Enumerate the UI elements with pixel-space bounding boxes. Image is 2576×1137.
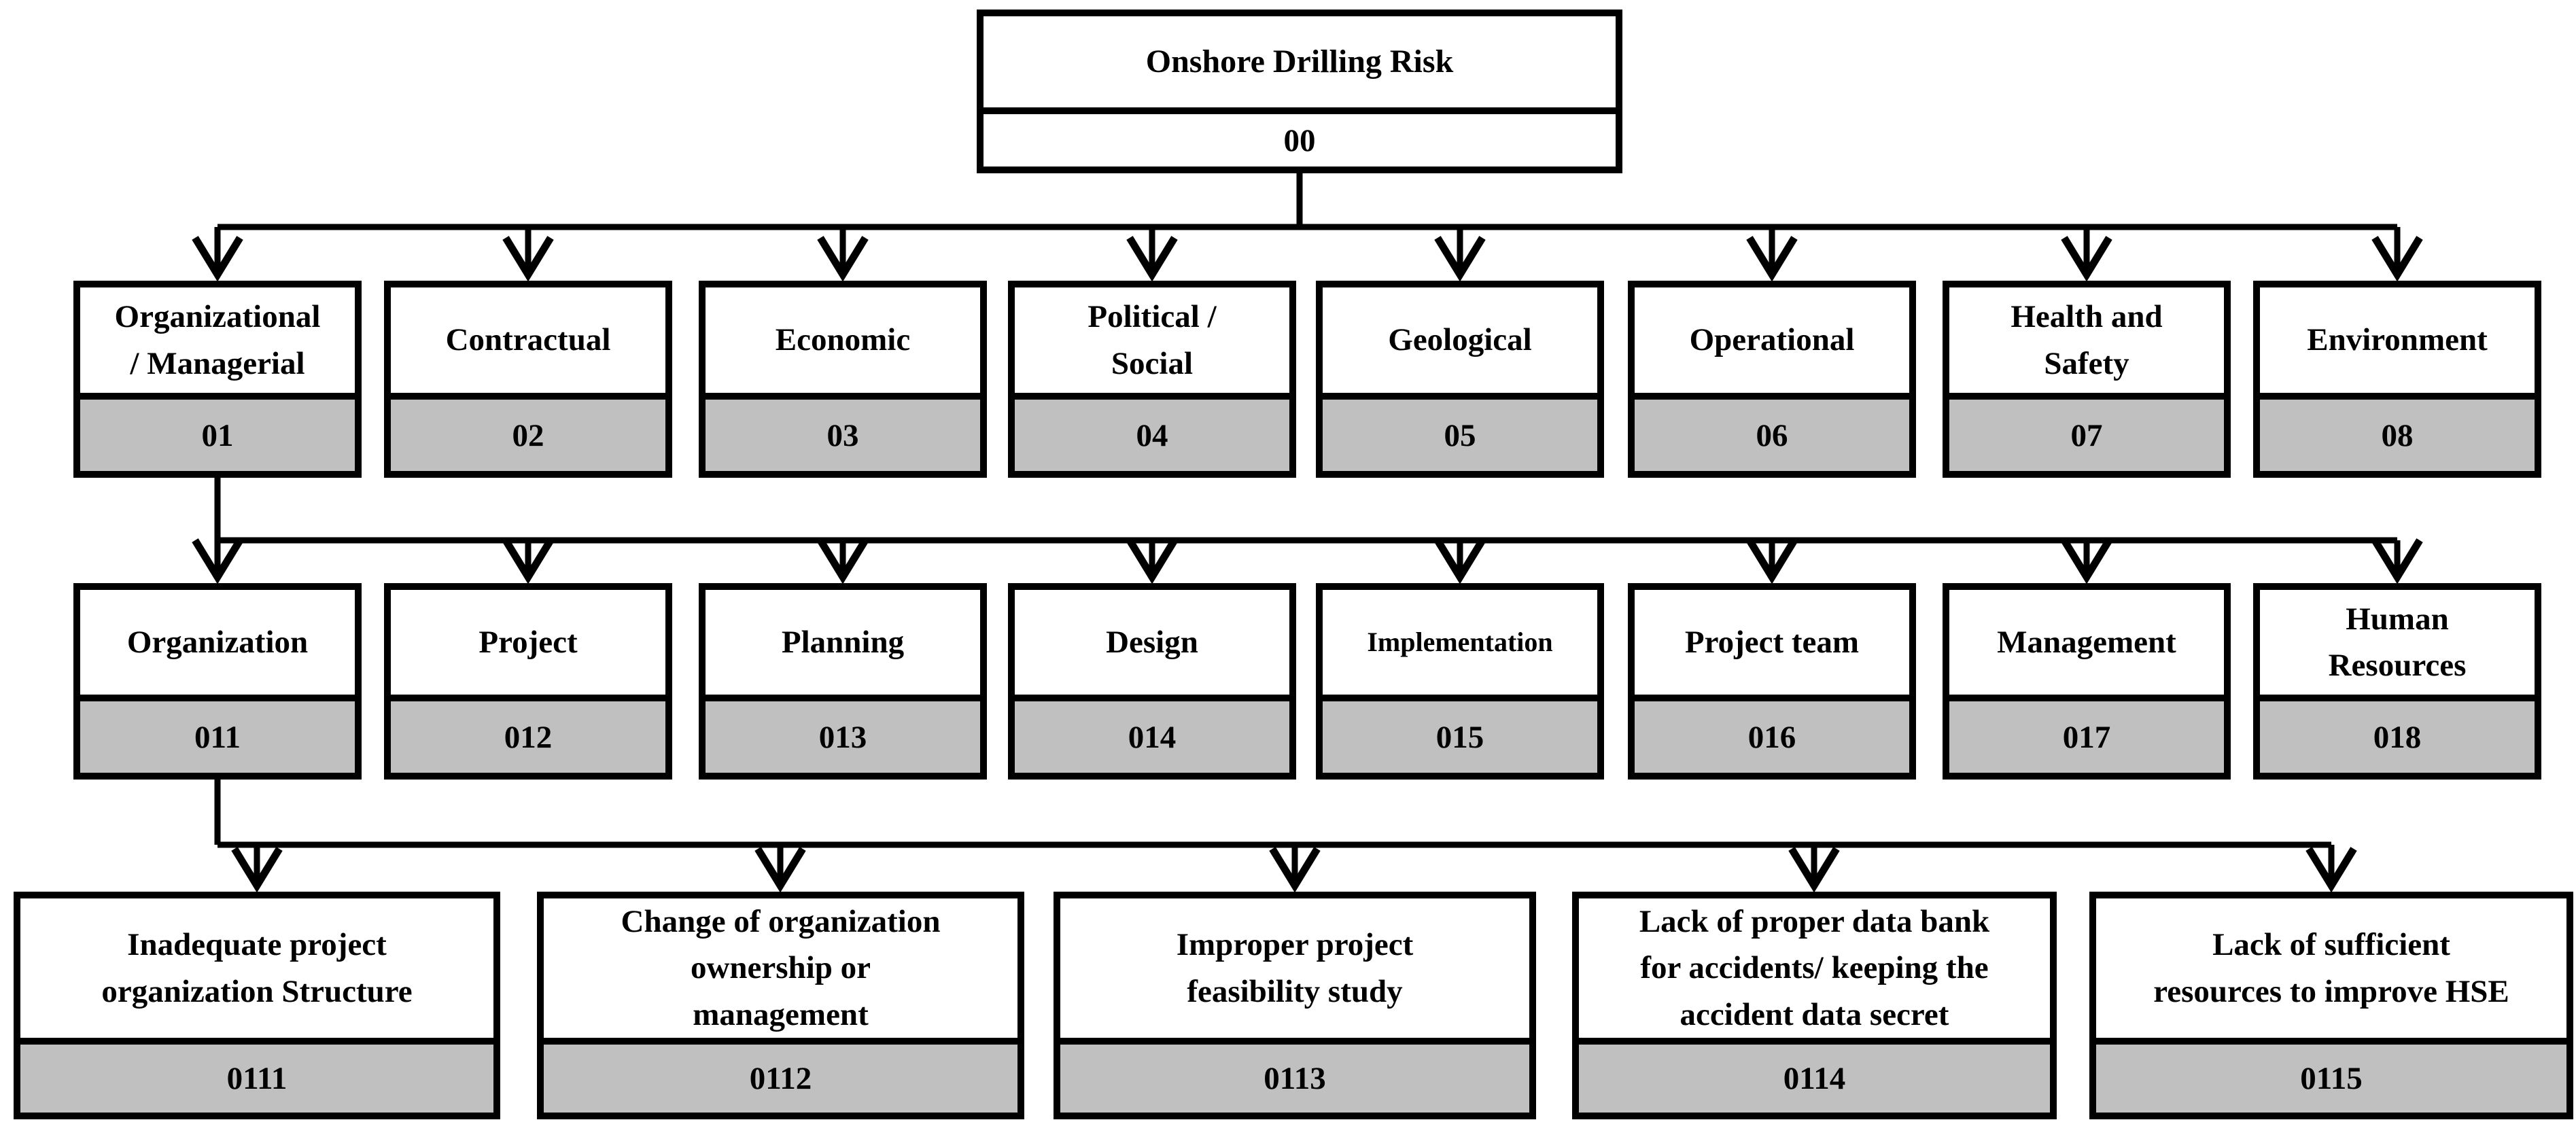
node-title: Organization: [126, 624, 309, 660]
node-code: 018: [2260, 695, 2535, 773]
node-title: Human Resources: [2328, 601, 2467, 683]
node-title: Operational: [1689, 322, 1855, 358]
node-014: Design 014: [1008, 583, 1296, 780]
node-title: Project: [478, 624, 578, 660]
node-07: Health and Safety 07: [1943, 281, 2231, 478]
node-title: Improper project feasibility study: [1176, 927, 1414, 1009]
node-017: Management 017: [1943, 583, 2231, 780]
node-01: Organizational / Managerial 01: [73, 281, 362, 478]
node-code: 02: [391, 393, 665, 471]
node-title: Project team: [1684, 624, 1860, 660]
node-title: Change of organization ownership or mana…: [621, 904, 941, 1032]
node-0111: Inadequate project organization Structur…: [14, 892, 500, 1119]
node-title: Political / Social: [1087, 299, 1217, 381]
node-013: Planning 013: [699, 583, 987, 780]
node-code: 04: [1015, 393, 1289, 471]
node-code: 06: [1635, 393, 1909, 471]
node-title: Lack of proper data bank for accidents/ …: [1639, 904, 1990, 1032]
node-title: Contractual: [445, 322, 611, 358]
node-title: Management: [1997, 624, 2176, 660]
node-title: Planning: [781, 624, 905, 660]
node-title: Economic: [775, 322, 911, 358]
node-code: 0115: [2096, 1038, 2566, 1113]
node-title: Lack of sufficient resources to improve …: [2153, 927, 2509, 1009]
node-015: Implementation 015: [1316, 583, 1604, 780]
node-02: Contractual 02: [384, 281, 672, 478]
node-code: 08: [2260, 393, 2535, 471]
node-03: Economic 03: [699, 281, 987, 478]
node-0113: Improper project feasibility study 0113: [1054, 892, 1536, 1119]
node-04: Political / Social 04: [1008, 281, 1296, 478]
node-code: 012: [391, 695, 665, 773]
node-08: Environment 08: [2253, 281, 2541, 478]
node-code: 014: [1015, 695, 1289, 773]
node-016: Project team 016: [1628, 583, 1916, 780]
node-code: 05: [1323, 393, 1597, 471]
node-code: 017: [1949, 695, 2224, 773]
node-title: Inadequate project organization Structur…: [101, 927, 413, 1009]
node-00: Onshore Drilling Risk 00: [977, 10, 1622, 173]
node-code: 0113: [1060, 1038, 1529, 1113]
node-06: Operational 06: [1628, 281, 1916, 478]
node-code: 01: [80, 393, 355, 471]
node-0115: Lack of sufficient resources to improve …: [2089, 892, 2573, 1119]
node-code: 0114: [1579, 1038, 2050, 1113]
node-011: Organization 011: [73, 583, 362, 780]
node-code: 0111: [20, 1038, 493, 1113]
node-0112: Change of organization ownership or mana…: [537, 892, 1024, 1119]
node-code: 016: [1635, 695, 1909, 773]
node-code: 03: [706, 393, 980, 471]
node-code: 015: [1323, 695, 1597, 773]
node-code: 07: [1949, 393, 2224, 471]
node-012: Project 012: [384, 583, 672, 780]
node-title: Implementation: [1367, 627, 1553, 657]
node-title: Organizational / Managerial: [114, 299, 321, 381]
node-code: 0112: [544, 1038, 1017, 1113]
node-018: Human Resources 018: [2253, 583, 2541, 780]
node-code: 013: [706, 695, 980, 773]
node-code: 011: [80, 695, 355, 773]
node-05: Geological 05: [1316, 281, 1604, 478]
node-title: Onshore Drilling Risk: [1145, 43, 1454, 80]
node-title: Health and Safety: [2011, 299, 2163, 381]
node-title: Environment: [2307, 322, 2488, 358]
node-0114: Lack of proper data bank for accidents/ …: [1572, 892, 2057, 1119]
node-code: 00: [984, 107, 1616, 167]
node-title: Geological: [1388, 322, 1532, 358]
node-title: Design: [1106, 624, 1198, 660]
